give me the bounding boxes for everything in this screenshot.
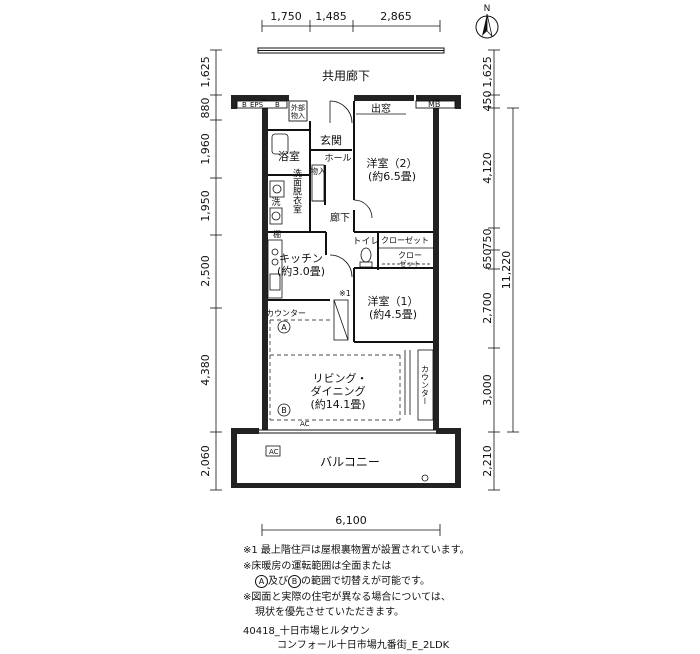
hallway-label: 廊下 [330,211,350,224]
outdoor-storage-label-2: 物入 [291,111,305,120]
dim-right-1: 1,625 [481,56,494,88]
living-size: (約14.1畳) [310,397,365,411]
toilet-label: トイレ [352,237,379,247]
dim-bottom: 6,100 [335,514,367,527]
note-2: ※床暖房の運転範囲は全面または [243,560,392,572]
kitchen-label: キッチン [279,252,323,265]
storage-label: 物入 [310,166,326,176]
note-3-tail: の範囲で切替えが可能です。 [301,576,430,587]
entrance-label: 玄関 [320,133,342,147]
dim-right-2: 450 [481,91,494,112]
bath-label: 浴室 [278,149,300,163]
dim-right-5: 650 [481,249,494,270]
living-label: リビング・ [313,371,368,385]
dim-left-5: 2,500 [199,255,212,287]
dim-right-8: 2,210 [481,445,494,477]
note-4: ※図面と実際の住宅が異なる場合については、 [243,591,451,603]
dim-left-4: 1,950 [199,190,212,222]
counter-2-label: カウンター [421,365,430,405]
footer-block: 40418_十日市場ヒルタウン コンフォール十日市場九番街_E_2LDK [243,625,449,653]
notes-block: ※1 最上階住戸は屋根裏物置が設置されています。 ※床暖房の運転範囲は全面または… [243,543,683,621]
dim-left-2: 880 [199,98,212,119]
closet-2b-label: ゼット [400,259,421,268]
dim-right-4: 750 [481,229,494,250]
balcony-label: バルコニー [320,455,380,469]
shelf-label: 棚 [273,229,281,239]
zone-a-label: A [281,323,287,332]
zone-b-circle: B [288,574,301,588]
western-1-size: (約4.5畳) [369,307,417,321]
washroom-label: 洗面脱衣室 [291,167,302,213]
dim-left-7: 2,060 [199,445,212,477]
dim-right-6: 2,700 [481,292,494,324]
dining-label: ダイニング [311,384,366,398]
zone-a-circle: A [255,574,268,588]
kitchen-size: (約3.0畳) [277,264,325,278]
note-1: ※1 最上階住戸は屋根裏物置が設置されています。 [243,545,470,556]
corridor-label: 共用廊下 [322,68,370,83]
footer-line-1: 40418_十日市場ヒルタウン [243,626,370,637]
counter-1-label: カウンター [266,309,306,318]
note-5: 現状を優先させていただきます。 [255,607,404,618]
dim-right-total: 11,220 [500,251,513,290]
wash-label: 洗 [271,196,280,208]
compass-label: N [484,4,491,14]
note-mark-label: ※1 [339,289,351,298]
zone-b-label: B [281,406,287,415]
mb-label: MB [428,100,440,109]
western-2-label: 洋室（2） [367,156,418,170]
dim-left-1: 1,625 [199,56,212,88]
ac-label-1: AC [300,420,310,428]
dim-top-3: 2,865 [380,10,412,23]
western-1-label: 洋室（1） [368,294,419,308]
ac-label-2: AC [269,448,279,456]
eps-label: EPS [250,101,264,109]
zone-a-marker: A [277,320,291,334]
closet-2-label: クロー [398,251,422,260]
dim-right-7: 3,000 [481,374,494,406]
north-compass-icon: N [475,4,499,39]
footer-line-2: コンフォール十日市場九番街_E_2LDK [277,640,450,651]
outdoor-storage-label-1: 外部 [291,103,305,112]
dim-top-2: 1,485 [315,10,347,23]
dim-left-3: 1,960 [199,133,212,165]
b-label-1: B [242,101,247,109]
closet-1-label: クローゼット [381,235,429,245]
western-2-size: (約6.5畳) [368,169,416,183]
hall-label: ホール [324,153,351,164]
dim-left-6: 4,380 [199,354,212,386]
dim-top-1: 1,750 [270,10,302,23]
bay-window-label: 出窓 [371,102,391,115]
b-label-2: B [275,101,280,109]
note-3-mid: 及び [268,576,288,587]
zone-b-marker: B [277,403,291,417]
dim-right-3: 4,120 [481,152,494,184]
